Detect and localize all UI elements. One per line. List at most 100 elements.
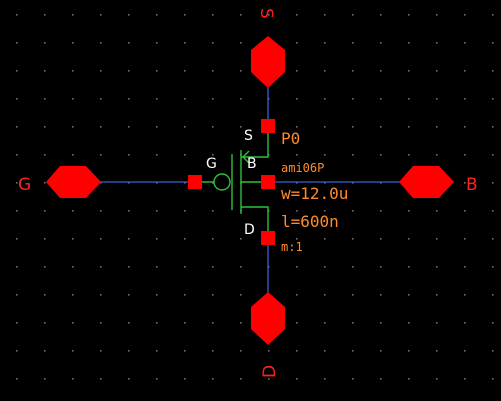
- grid-dot: [72, 238, 74, 240]
- grid-dot: [464, 14, 466, 16]
- source-connection[interactable]: [261, 119, 275, 133]
- grid-dot: [352, 70, 354, 72]
- grid-dot: [324, 266, 326, 268]
- pmos-symbol[interactable]: [202, 133, 269, 231]
- grid-dot: [464, 126, 466, 128]
- grid-dot: [16, 154, 18, 156]
- grid-dot: [156, 42, 158, 44]
- grid-dot: [380, 266, 382, 268]
- grid-dot: [184, 266, 186, 268]
- grid-dot: [436, 322, 438, 324]
- grid-dot: [100, 378, 102, 380]
- grid-dot: [408, 350, 410, 352]
- grid-dot: [240, 126, 242, 128]
- grid-dot: [128, 126, 130, 128]
- grid-dot: [408, 378, 410, 380]
- grid-dot: [324, 42, 326, 44]
- grid-dot: [128, 350, 130, 352]
- gate-bubble: [213, 173, 231, 191]
- grid-dot: [492, 98, 494, 100]
- grid-dot: [128, 322, 130, 324]
- grid-dot: [16, 266, 18, 268]
- grid-dot: [156, 98, 158, 100]
- grid-dot: [380, 14, 382, 16]
- grid-dot: [16, 294, 18, 296]
- grid-dot: [128, 378, 130, 380]
- grid-dot: [156, 322, 158, 324]
- grid-dot: [324, 154, 326, 156]
- grid-dot: [72, 266, 74, 268]
- grid-dot: [44, 182, 46, 184]
- grid-dot: [212, 294, 214, 296]
- drain-connection[interactable]: [261, 231, 275, 245]
- grid-dot: [16, 210, 18, 212]
- grid-dot: [184, 14, 186, 16]
- grid-dot: [380, 210, 382, 212]
- grid-dot: [352, 322, 354, 324]
- grid-dot: [324, 126, 326, 128]
- grid-dot: [268, 210, 270, 212]
- grid-dot: [72, 210, 74, 212]
- grid-dot: [184, 378, 186, 380]
- grid-dot: [380, 350, 382, 352]
- grid-dot: [324, 182, 326, 184]
- grid-dot: [16, 98, 18, 100]
- drain-terminal-pin[interactable]: [251, 292, 285, 345]
- device-length: l=600n: [281, 212, 339, 231]
- grid-dot: [268, 266, 270, 268]
- grid-dot: [240, 98, 242, 100]
- grid-dot: [296, 266, 298, 268]
- grid-dot: [436, 350, 438, 352]
- grid-dot: [296, 14, 298, 16]
- grid-dot: [268, 98, 270, 100]
- grid-dot: [324, 238, 326, 240]
- gate-connection[interactable]: [188, 175, 202, 189]
- grid-dot: [352, 154, 354, 156]
- grid-dot: [72, 42, 74, 44]
- grid-dot: [352, 182, 354, 184]
- bulk-terminal-pin[interactable]: [399, 166, 454, 198]
- grid-dot: [128, 154, 130, 156]
- grid-dot: [128, 70, 130, 72]
- grid-dot: [100, 154, 102, 156]
- grid-dot: [44, 210, 46, 212]
- grid-dot: [268, 350, 270, 352]
- grid-dot: [352, 238, 354, 240]
- grid-dot: [492, 14, 494, 16]
- grid-dot: [16, 126, 18, 128]
- grid-dot: [240, 238, 242, 240]
- grid-dot: [128, 42, 130, 44]
- pin-label-drain: D: [244, 222, 255, 238]
- grid-dot: [44, 294, 46, 296]
- grid-dot: [492, 42, 494, 44]
- grid-dot: [296, 154, 298, 156]
- grid-dot: [212, 322, 214, 324]
- grid-dot: [72, 154, 74, 156]
- grid-dot: [436, 42, 438, 44]
- gate-terminal-pin[interactable]: [46, 166, 101, 198]
- grid-dot: [324, 294, 326, 296]
- grid-dot: [184, 294, 186, 296]
- grid-dot: [100, 294, 102, 296]
- grid-dot: [324, 322, 326, 324]
- grid-dot: [44, 42, 46, 44]
- grid-dot: [212, 14, 214, 16]
- connection-squares: [188, 119, 275, 245]
- device-model: ami06P: [281, 161, 324, 175]
- source-terminal-pin[interactable]: [251, 36, 285, 88]
- grid-dot: [156, 154, 158, 156]
- grid-dot: [100, 70, 102, 72]
- grid-dot: [408, 238, 410, 240]
- grid-dot: [72, 378, 74, 380]
- grid-dot: [324, 14, 326, 16]
- grid-dot: [44, 126, 46, 128]
- grid-dot: [16, 322, 18, 324]
- grid-dot: [464, 266, 466, 268]
- device-multiplier: m:1: [281, 240, 303, 254]
- grid-dot: [184, 126, 186, 128]
- grid-dot: [492, 154, 494, 156]
- bulk-connection[interactable]: [261, 175, 275, 189]
- grid-dot: [464, 210, 466, 212]
- grid-dot: [464, 350, 466, 352]
